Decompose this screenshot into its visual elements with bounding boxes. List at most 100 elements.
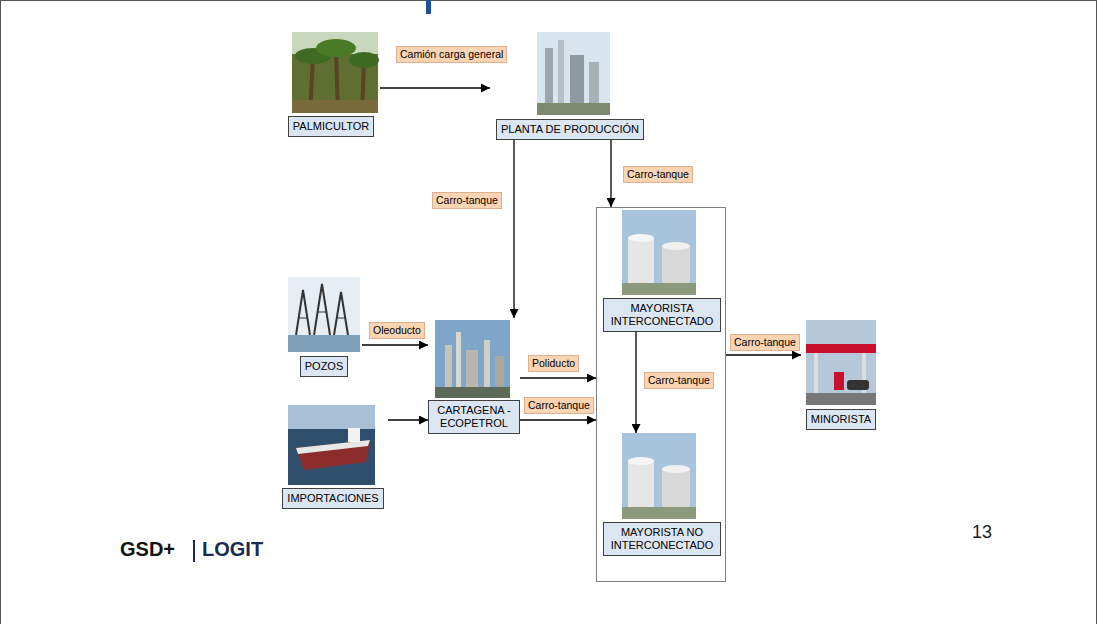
wells-picture-part xyxy=(314,284,330,335)
plant-picture xyxy=(537,32,610,115)
refinery-picture xyxy=(435,320,510,398)
picture-slot xyxy=(490,30,650,117)
tanker-picture-part xyxy=(296,440,370,470)
flow-arrow xyxy=(635,332,636,433)
node-label: MAYORISTA NO INTERCONECTADO xyxy=(608,526,716,552)
picture-slot xyxy=(603,433,721,520)
flow-arrow xyxy=(520,419,596,420)
wells-picture-part xyxy=(296,290,310,335)
logo-text: GSD+ xyxy=(120,538,175,561)
palm-picture-part xyxy=(349,52,379,68)
picture-slot xyxy=(278,403,388,486)
wells-picture-part xyxy=(336,318,346,319)
picture-node: MINORISTA xyxy=(801,318,881,430)
refinery-picture-part xyxy=(484,340,490,387)
storage-picture-part xyxy=(622,507,696,519)
storage-picture-part xyxy=(622,210,696,295)
picture-slot xyxy=(286,275,362,354)
connector-label: Camión carga general xyxy=(396,46,507,63)
connector-label: Carro-tanque xyxy=(730,334,800,351)
connector-label: Carro-tanque xyxy=(623,166,693,183)
node-label-box: PALMICULTOR xyxy=(288,116,374,137)
flow-arrow xyxy=(362,344,428,345)
wells-picture-part xyxy=(317,312,327,313)
wells-picture-part xyxy=(334,292,348,335)
gas-station-picture-part xyxy=(806,344,876,353)
node-label: POZOS xyxy=(305,360,344,373)
wells-picture-part xyxy=(288,335,360,352)
refinery-picture-part xyxy=(435,387,510,398)
picture-slot xyxy=(603,210,721,296)
connector-label: Poliducto xyxy=(528,355,579,372)
storage-picture-part xyxy=(628,234,654,242)
storage-picture xyxy=(622,210,696,295)
node-label-box: POZOS xyxy=(300,356,349,377)
tanker-picture-part xyxy=(296,440,370,454)
gas-station-picture xyxy=(806,320,876,405)
storage-picture-part xyxy=(662,465,690,473)
picture-slot xyxy=(801,318,881,407)
node-label: PALMICULTOR xyxy=(293,120,369,133)
picture-node: CARTAGENA - ECOPETROL xyxy=(428,318,520,434)
wells-picture xyxy=(288,277,360,352)
node-label-box: MAYORISTA NO INTERCONECTADO xyxy=(603,522,721,556)
page-frame-part xyxy=(1096,0,1097,624)
picture-node: PLANTA DE PRODUCCIÓN xyxy=(490,30,650,140)
picture-slot xyxy=(428,318,520,398)
page-frame-part xyxy=(426,0,431,14)
storage-picture-part xyxy=(662,242,690,250)
storage-picture-part xyxy=(622,433,696,519)
picture-node: PALMICULTOR xyxy=(282,30,380,137)
flow-arrow xyxy=(513,140,514,318)
storage-picture-part xyxy=(628,238,654,283)
node-label: PLANTA DE PRODUCCIÓN xyxy=(501,123,639,136)
flow-arrow xyxy=(388,419,428,420)
gas-station-picture-part xyxy=(847,380,869,390)
plant-picture-part xyxy=(570,55,584,103)
picture-node: MAYORISTA INTERCONECTADO xyxy=(603,210,721,332)
page-frame-part xyxy=(0,0,1097,1)
gas-station-picture-part xyxy=(814,353,818,393)
picture-node: IMPORTACIONES xyxy=(278,403,388,509)
refinery-picture-part xyxy=(495,356,504,387)
storage-picture-part xyxy=(622,283,696,295)
wells-picture-part xyxy=(298,318,308,319)
plant-picture-part xyxy=(537,32,610,115)
tanker-picture-part xyxy=(288,405,375,429)
group-box: MAYORISTA INTERCONECTADO MAYORISTA NO INT… xyxy=(596,207,726,582)
palm-picture-part xyxy=(292,100,378,113)
wells-picture-part xyxy=(288,277,360,352)
refinery-picture-part xyxy=(456,332,461,387)
page-number: 13 xyxy=(972,522,992,543)
connector-label: Carro-tanque xyxy=(432,192,502,209)
palm-picture xyxy=(292,32,379,113)
connector-label: Oleoducto xyxy=(369,322,425,339)
plant-picture-part xyxy=(558,40,564,103)
palm-picture-part xyxy=(316,39,356,57)
tanker-picture xyxy=(288,405,375,485)
plant-picture-part xyxy=(589,62,599,103)
plant-picture-part xyxy=(545,48,553,103)
flow-arrow xyxy=(726,354,801,355)
flow-arrow xyxy=(520,377,596,378)
tanker-picture-part xyxy=(348,428,360,442)
gas-station-picture-part xyxy=(806,320,876,405)
node-label-box: MAYORISTA INTERCONECTADO xyxy=(603,298,721,332)
node-label: IMPORTACIONES xyxy=(287,492,378,505)
logo-separator xyxy=(194,540,195,562)
logo-separator-part xyxy=(193,540,195,562)
refinery-picture-part xyxy=(466,350,478,387)
picture-node: MAYORISTA NO INTERCONECTADO xyxy=(603,433,721,556)
connector-label: Carro-tanque xyxy=(524,397,594,414)
node-label-box: CARTAGENA - ECOPETROL xyxy=(428,400,520,434)
gas-station-picture-part xyxy=(806,393,876,405)
storage-picture-part xyxy=(662,469,690,507)
palm-picture-part xyxy=(292,32,378,113)
storage-picture xyxy=(622,433,696,519)
flow-arrow xyxy=(610,140,611,207)
tanker-picture-part xyxy=(288,405,375,485)
flow-arrow xyxy=(380,87,490,88)
